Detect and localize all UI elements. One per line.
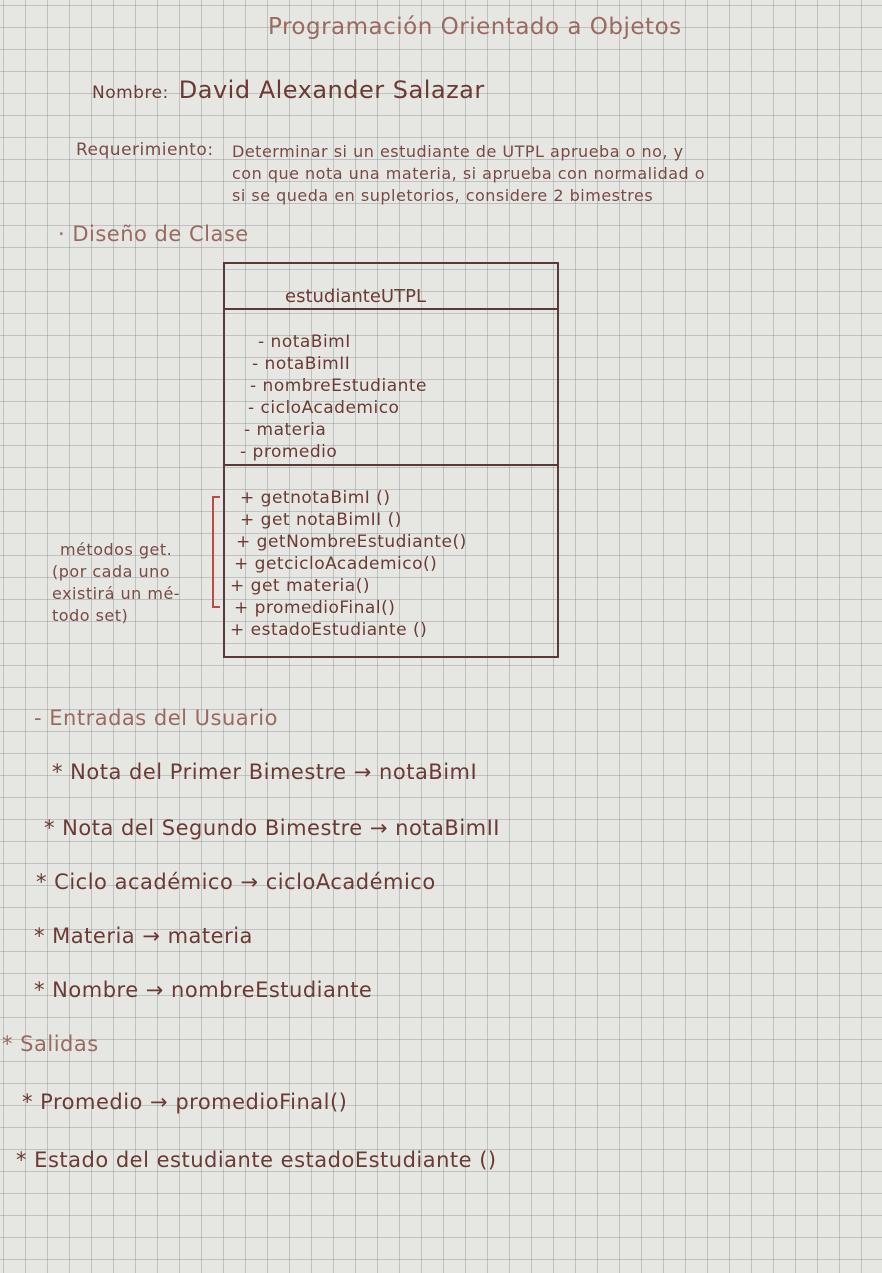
name-label: Nombre: [92, 83, 169, 103]
input-item: * Materia → materia [34, 924, 253, 948]
inputs-heading: - Entradas del Usuario [34, 706, 278, 730]
uml-method: + estadoEstudiante () [230, 620, 428, 640]
uml-method: + promedioFinal() [234, 598, 396, 618]
outputs-heading: * Salidas [2, 1032, 99, 1056]
uml-attribute: - nombreEstudiante [250, 376, 428, 396]
requirement-label: Requerimiento: [76, 140, 214, 160]
side-note-line: métodos get. [60, 540, 173, 559]
uml-divider-name [225, 308, 557, 310]
uml-method: + get materia() [230, 576, 370, 596]
side-note-line: existirá un mé- [52, 584, 181, 603]
side-note-line: (por cada uno [52, 562, 171, 581]
student-name-line: Nombre: David Alexander Salazar [92, 76, 485, 104]
requirement-line-2: con que nota una materia, si aprueba con… [232, 164, 706, 183]
input-item: * Nota del Primer Bimestre → notaBimI [52, 760, 478, 784]
uml-method: + getcicloAcademico() [234, 554, 438, 574]
input-item: * Nombre → nombreEstudiante [34, 978, 373, 1002]
uml-class-name: estudianteUTPL [285, 286, 426, 307]
getter-bracket [212, 496, 220, 608]
input-item: * Ciclo académico → cicloAcadémico [36, 870, 436, 894]
uml-method: + getnotaBimI () [240, 488, 391, 508]
class-design-heading: · Diseño de Clase [58, 222, 249, 246]
uml-method: + getNombreEstudiante() [236, 532, 467, 552]
uml-method: + get notaBimII () [240, 510, 402, 530]
uml-attribute: - notaBimII [252, 354, 351, 374]
output-item: * Estado del estudiante estadoEstudiante… [16, 1148, 497, 1172]
name-value: David Alexander Salazar [178, 76, 485, 104]
input-item: * Nota del Segundo Bimestre → notaBimII [44, 816, 500, 840]
uml-divider-attributes [225, 464, 557, 466]
requirement-line-3: si se queda en supletorios, considere 2 … [232, 186, 654, 205]
uml-attribute: - cicloAcademico [248, 398, 400, 418]
uml-attribute: - notaBimI [258, 332, 351, 352]
uml-attribute: - promedio [240, 442, 338, 462]
page-title: Programación Orientado a Objetos [268, 14, 682, 40]
requirement-line-1: Determinar si un estudiante de UTPL apru… [232, 142, 684, 161]
uml-attribute: - materia [244, 420, 327, 440]
side-note-line: todo set) [52, 606, 129, 625]
uml-class-box: estudianteUTPL [223, 262, 559, 658]
output-item: * Promedio → promedioFinal() [22, 1090, 348, 1114]
